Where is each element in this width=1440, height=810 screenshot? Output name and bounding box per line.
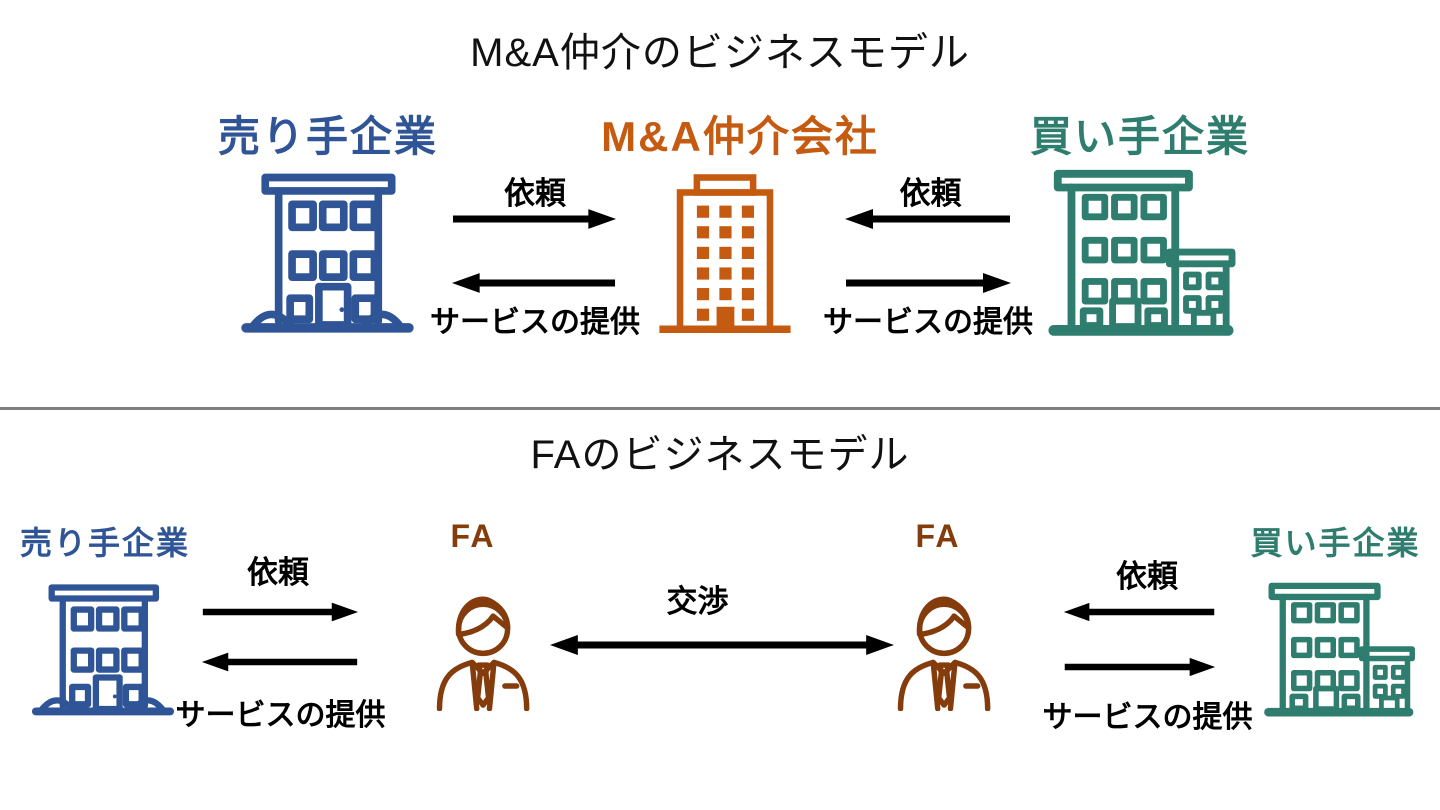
- bottom-fa-left-label: FA: [450, 518, 496, 554]
- bottom-right-request-arrow-left-icon: [1062, 600, 1217, 624]
- bottom-left-request-label: 依頼: [247, 555, 309, 590]
- top-left-service-arrow-left-icon: [450, 271, 618, 295]
- bottom-right-service-label: サービスの提供: [1042, 701, 1253, 734]
- seller-building-icon: [235, 166, 420, 348]
- bottom-right-service-arrow-right-icon: [1062, 655, 1217, 679]
- bottom-buyer-label: 買い手企業: [1250, 525, 1421, 561]
- buyer-building-icon: [1040, 164, 1240, 350]
- top-right-request-arrow-left-icon: [843, 207, 1013, 231]
- bottom-section-title: FAのビジネスモデル: [530, 433, 910, 477]
- bottom-buyer-building-icon: [1258, 578, 1418, 728]
- fa-left-businessman-icon: [425, 583, 543, 711]
- top-seller-label: 売り手企業: [217, 113, 438, 160]
- negotiation-label: 交渉: [666, 584, 729, 619]
- bottom-right-request-label: 依頼: [1116, 559, 1178, 594]
- top-right-service-label: サービスの提供: [823, 306, 1033, 339]
- top-left-request-label: 依頼: [504, 176, 566, 211]
- fa-right-businessman-icon: [886, 583, 1004, 711]
- top-right-request-label: 依頼: [899, 176, 962, 211]
- bottom-seller-label: 売り手企業: [19, 525, 190, 561]
- top-buyer-label: 買い手企業: [1029, 113, 1250, 160]
- top-left-service-label: サービスの提供: [430, 306, 640, 339]
- section-divider: [0, 407, 1440, 410]
- bottom-fa-right-label: FA: [915, 518, 961, 554]
- top-broker-label: M&A仲介会社: [601, 113, 879, 160]
- top-section-title: M&A仲介のビジネスモデル: [470, 31, 970, 75]
- bottom-left-service-label: サービスの提供: [175, 699, 386, 732]
- negotiation-arrow-double-icon: [548, 632, 896, 658]
- broker-building-icon: [655, 170, 795, 348]
- top-left-request-arrow-right-icon: [450, 207, 618, 231]
- bottom-seller-building-icon: [28, 578, 178, 728]
- bottom-left-request-arrow-right-icon: [200, 600, 360, 624]
- bottom-left-service-arrow-left-icon: [200, 650, 360, 674]
- top-right-service-arrow-right-icon: [843, 271, 1013, 295]
